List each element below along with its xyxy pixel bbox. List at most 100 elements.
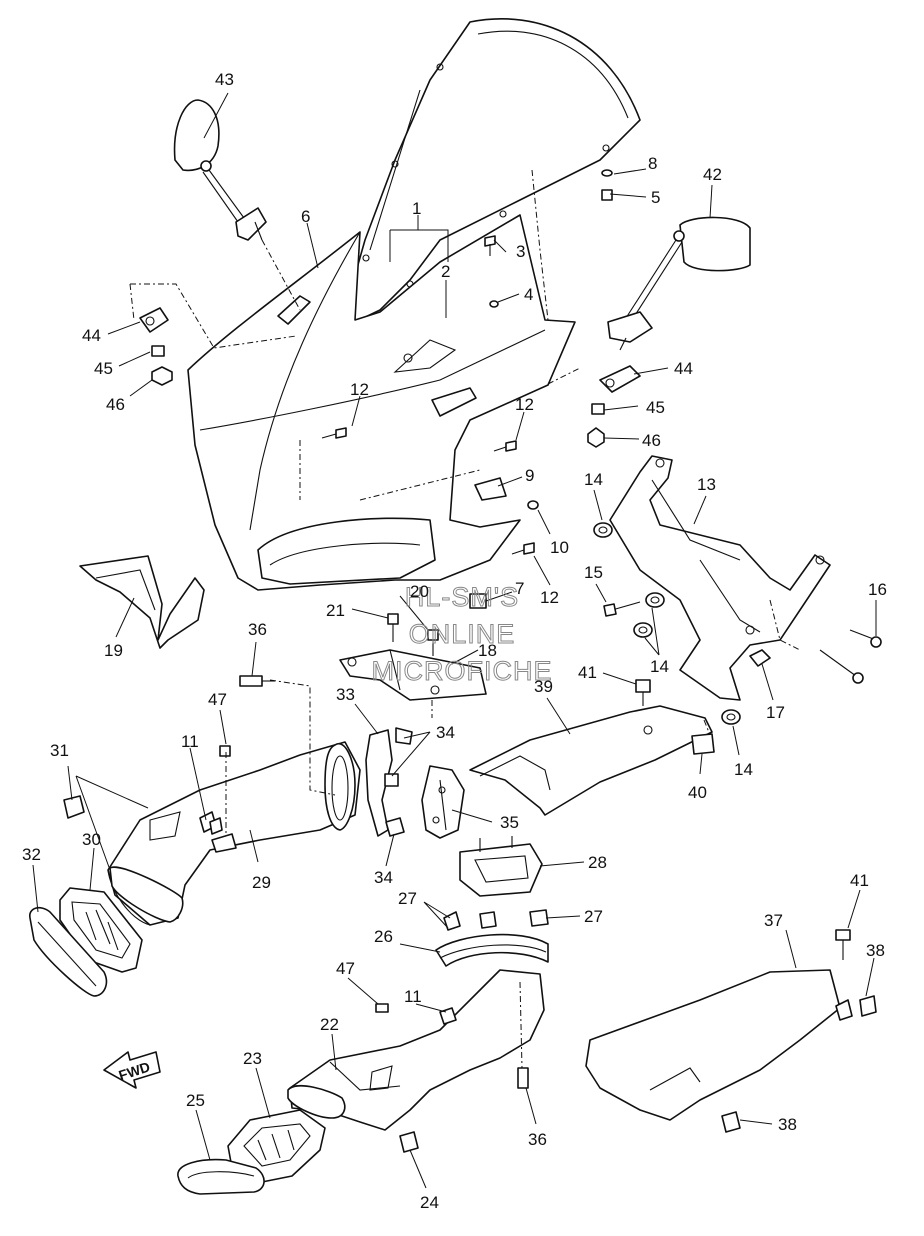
callout-2: 2 [441,262,450,281]
leader-lines [32,92,877,1189]
callout-22: 22 [320,1015,339,1034]
callout-41a: 41 [578,663,597,682]
callout-32: 32 [22,845,41,864]
clips-34 [384,773,405,837]
callout-17: 17 [766,703,785,722]
clip-24 [399,1131,419,1153]
callout-39: 39 [534,677,553,696]
upper-fairing [187,214,576,591]
callout-28: 28 [588,853,607,872]
callout-46b: 46 [642,431,661,450]
callout-12b: 12 [515,395,534,414]
air-duct-22 [287,969,545,1131]
fasteners-9-10-12 [474,477,539,555]
callout-35: 35 [500,813,519,832]
callout-19: 19 [104,641,123,660]
under-panel-39 [469,679,713,816]
callout-6: 6 [301,207,310,226]
callout-16: 16 [868,580,887,599]
watermark-line-3: MICROFICHE [372,656,553,686]
nut-40 [691,733,715,755]
callout-4: 4 [524,285,533,304]
callout-5: 5 [651,188,660,207]
callout-41b: 41 [850,871,869,890]
callout-18: 18 [478,641,497,660]
callout-14c: 14 [734,760,753,779]
mirror-mount-hardware-right [587,365,641,448]
callout-12c: 12 [540,588,559,607]
callout-42: 42 [703,165,722,184]
callout-9: 9 [525,466,534,485]
fairing-stay [609,455,831,701]
callout-40: 40 [688,783,707,802]
callout-33: 33 [336,685,355,704]
side-cover-19 [79,555,205,649]
forward-arrow-icon [103,1051,161,1089]
reference-lines [129,169,801,1069]
bracket-33 [365,727,413,837]
callout-37: 37 [764,911,783,930]
lower-cowl-37 [585,929,877,1133]
callout-11a: 11 [181,732,199,751]
callout-27b: 27 [584,907,603,926]
collar-17 [749,649,771,667]
watermark: HL-SM'S ONLINE MICROFICHE [371,582,553,687]
callout-29: 29 [252,873,271,892]
callout-30: 30 [82,830,101,849]
callout-43: 43 [215,70,234,89]
clips-27 [443,909,549,931]
callout-31: 31 [50,741,69,760]
callout-8: 8 [648,154,657,173]
callout-44a: 44 [82,326,101,345]
left-mirror [173,99,267,241]
callout-14b: 14 [650,657,669,676]
clip-31 [63,795,85,819]
callout-7: 7 [515,579,524,598]
callout-27a: 27 [398,889,417,908]
callout-15: 15 [584,563,603,582]
callout-13: 13 [697,475,716,494]
callout-47b: 47 [336,959,355,978]
callout-38a: 38 [866,941,885,960]
callout-numbers: 1 2 3 4 5 6 7 8 9 10 11 11 12 12 12 13 1… [22,70,887,1212]
seal-25 [177,1158,265,1195]
callout-1: 1 [412,199,421,218]
callout-25: 25 [186,1091,205,1110]
callout-3: 3 [516,242,525,261]
fairing-bolts [321,169,613,452]
callout-14a: 14 [584,470,603,489]
callout-21: 21 [326,601,345,620]
callout-10: 10 [550,538,569,557]
callout-36a: 36 [248,620,267,639]
bolt-15 [603,601,641,617]
callout-24: 24 [420,1193,439,1212]
callout-20: 20 [410,582,429,601]
callout-45b: 45 [646,398,665,417]
callout-23: 23 [243,1049,262,1068]
callout-34a: 34 [436,723,455,742]
callout-45a: 45 [94,359,113,378]
watermark-line-1: HL-SM'S [405,582,519,612]
callout-34b: 34 [374,868,393,887]
watermark-line-2: ONLINE [409,619,516,649]
bracket-18 [339,593,487,701]
callout-46a: 46 [106,395,125,414]
callout-12a: 12 [350,380,369,399]
callout-44b: 44 [674,359,693,378]
callout-26: 26 [374,927,393,946]
rubber-grommets [593,522,741,725]
callout-36b: 36 [528,1130,547,1149]
long-bolts-16 [819,629,882,684]
bracket-35 [421,765,465,839]
callout-11b: 11 [404,987,422,1006]
callout-47a: 47 [208,690,227,709]
right-mirror [607,216,751,351]
gasket-26 [435,933,549,967]
air-duct-29 [107,741,361,926]
callout-38b: 38 [778,1115,797,1134]
mirror-mount-hardware-left [139,307,173,386]
duct-grommets-left [209,675,275,835]
seal-28 [459,836,543,897]
